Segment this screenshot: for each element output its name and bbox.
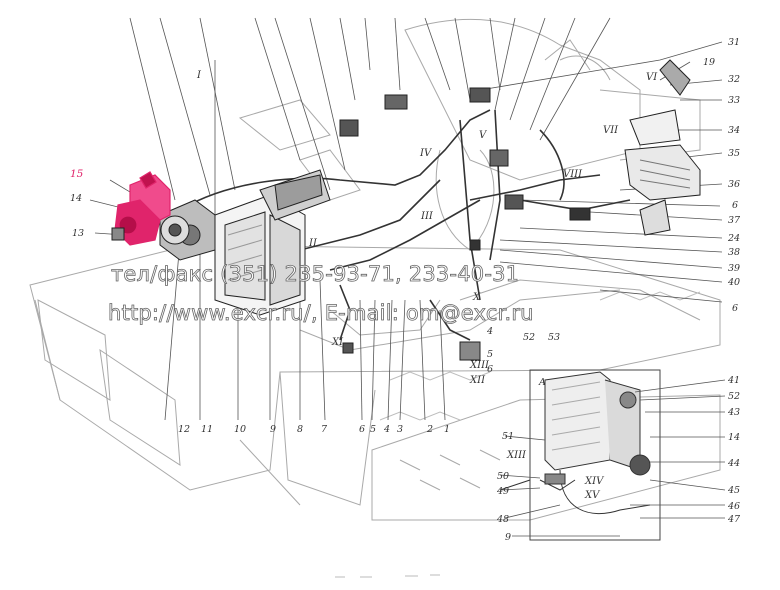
label-40: 40	[727, 277, 740, 288]
label-45: 45	[727, 485, 740, 496]
label-12: 12	[178, 424, 190, 435]
label-39: 39	[728, 263, 740, 274]
section-X: X	[472, 292, 481, 303]
label-35: 35	[728, 148, 740, 159]
valve-block-upper	[339, 87, 591, 251]
label-9-inset: 9	[505, 532, 511, 543]
label-11: 11	[201, 424, 213, 435]
label-1: 1	[444, 424, 450, 435]
label-52-right: 52	[728, 391, 740, 402]
section-I: I	[196, 70, 202, 81]
inset-leaders	[499, 379, 726, 537]
label-5-mid: 5	[487, 349, 493, 360]
radiator-unit	[214, 194, 306, 316]
section-XIII: XIII	[506, 450, 527, 461]
machine-body-outline	[29, 18, 721, 521]
label-32: 32	[728, 74, 740, 85]
label-43: 43	[727, 407, 740, 418]
watermark-phone: тел/факс (351) 235-93-71, 233-40-31	[111, 262, 520, 287]
label-41: 41	[727, 375, 740, 386]
label-15: 15	[70, 168, 84, 180]
label-4-bottom: 4	[383, 424, 390, 435]
label-36: 36	[728, 179, 740, 190]
section-III: III	[420, 211, 434, 222]
label-50: 50	[497, 471, 509, 482]
label-6-right: 6	[732, 303, 738, 314]
track-chain-outline	[379, 291, 701, 421]
section-labels: I II III IV V VI VII VIII X XI XII XIII …	[196, 70, 658, 501]
label-49: 49	[496, 486, 509, 497]
tank-unit	[259, 169, 331, 221]
pedal-assembly	[342, 341, 481, 361]
label-6-upper: 6	[732, 200, 738, 211]
label-44: 44	[727, 458, 740, 469]
label-52-mid: 52	[523, 332, 535, 343]
label-4-mid: 4	[486, 326, 493, 337]
label-9-bottom: 9	[270, 424, 276, 435]
pulley-assembly	[111, 215, 190, 245]
label-38: 38	[728, 247, 740, 258]
highlighted-compressor	[114, 171, 171, 246]
label-34: 34	[728, 125, 740, 136]
section-XI: XI	[331, 337, 344, 348]
label-33: 33	[728, 95, 740, 106]
label-24: 24	[727, 233, 740, 244]
section-IV: IV	[419, 148, 433, 159]
label-14-left: 14	[70, 193, 82, 204]
inset-detail-a	[499, 369, 661, 541]
label-10: 10	[234, 424, 246, 435]
label-47: 47	[727, 514, 741, 525]
section-XII: XII	[469, 375, 486, 386]
label-13: 13	[72, 228, 84, 239]
section-II: II	[308, 238, 318, 249]
part-labels: 31 19 32 33 34 35 36 6 37 24 38 39 40 6 …	[70, 37, 741, 543]
watermark-contacts: http://www.excr.ru/, E-mail: om@excr.ru	[108, 301, 534, 326]
label-6-mid: 6	[487, 364, 493, 375]
section-VI: VI	[646, 72, 658, 83]
label-14-right: 14	[728, 432, 740, 443]
inset-label-a: A	[538, 377, 546, 388]
label-6-bottom: 6	[359, 424, 365, 435]
label-51: 51	[502, 431, 514, 442]
section-XIII-alt: XIII	[469, 360, 490, 371]
section-XIV: XIV	[584, 476, 605, 487]
label-53: 53	[548, 332, 560, 343]
label-37: 37	[728, 215, 741, 226]
section-V: V	[479, 130, 488, 141]
label-3: 3	[397, 424, 403, 435]
section-XV: XV	[584, 490, 601, 501]
section-VII: VII	[603, 125, 619, 136]
label-46: 46	[727, 501, 740, 512]
cab-seat-unit	[624, 59, 701, 236]
label-5-bottom: 5	[370, 424, 376, 435]
label-2: 2	[426, 424, 433, 435]
label-48: 48	[496, 514, 509, 525]
label-31: 31	[728, 37, 740, 48]
label-7: 7	[321, 424, 328, 435]
label-19: 19	[703, 57, 715, 68]
bottom-marks	[335, 574, 440, 578]
section-VIII: VIII	[563, 169, 583, 180]
label-8: 8	[297, 424, 303, 435]
